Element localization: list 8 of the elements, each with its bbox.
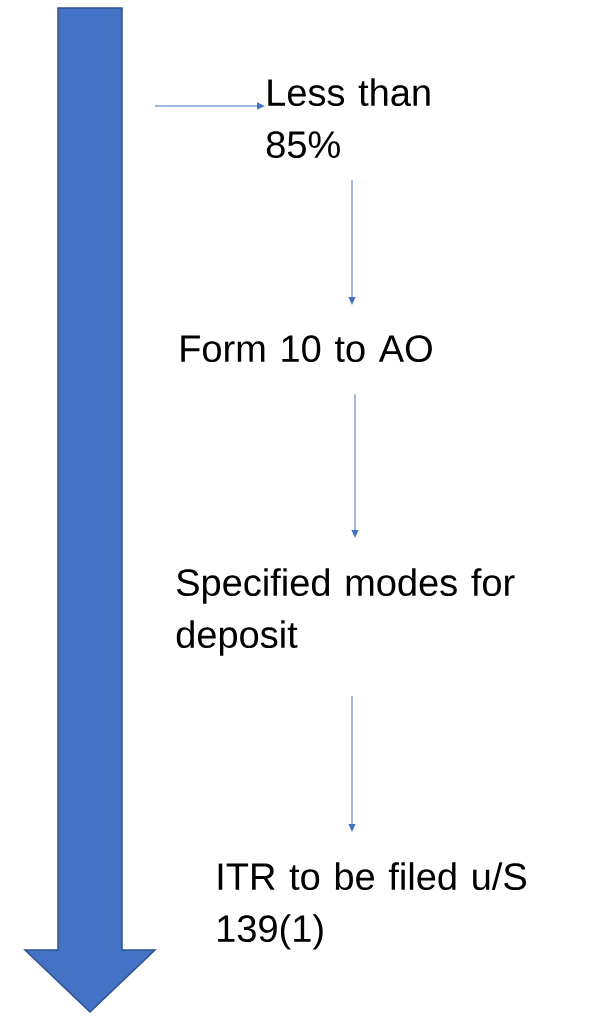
arrow [351, 393, 359, 538]
step-text: Specified modes for deposit [176, 568, 515, 656]
arrow [348, 695, 356, 832]
step-text: Form 10 to AO [181, 335, 432, 363]
arrow [154, 102, 265, 110]
step-text: ITR to be filed u/S 139(1) [218, 862, 526, 950]
step-text: Less than 85% [266, 78, 430, 159]
arrow [348, 179, 356, 305]
